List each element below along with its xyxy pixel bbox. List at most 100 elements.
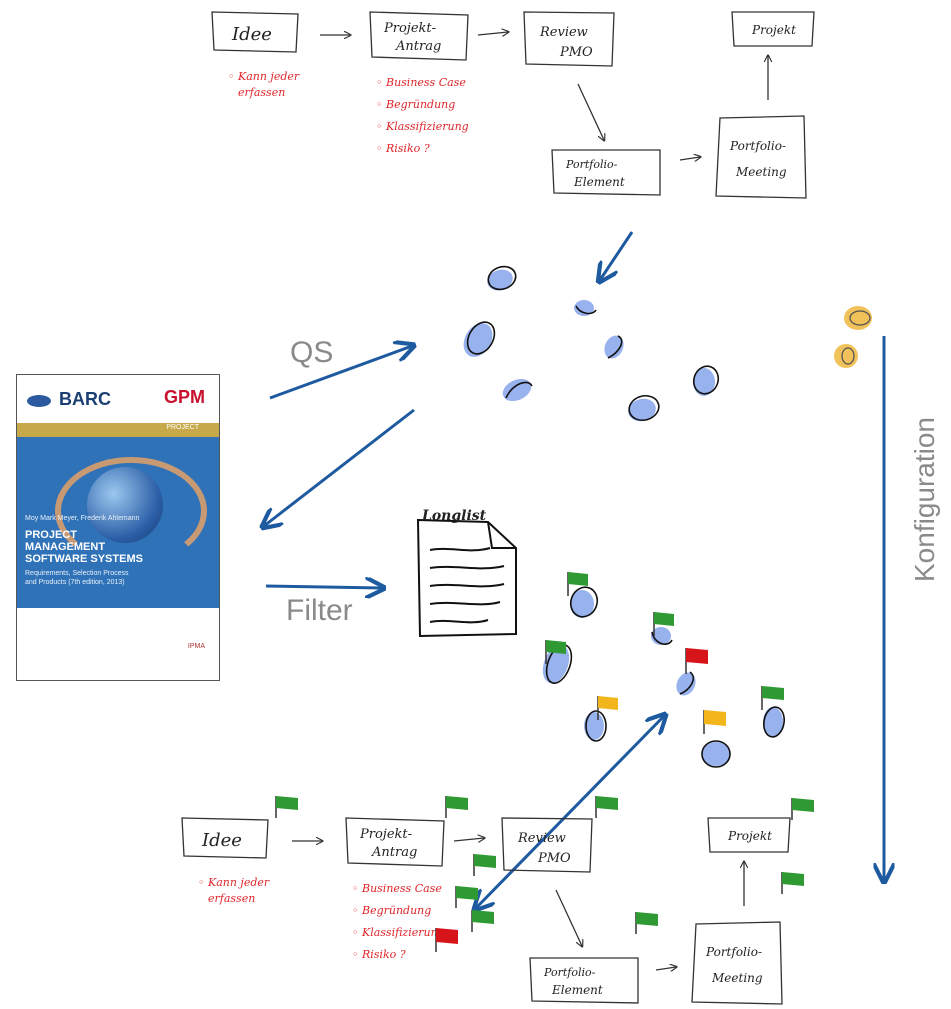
flag-green-icon: [275, 796, 298, 818]
barc-logo: BARC: [59, 389, 111, 409]
idea-blob: [502, 378, 533, 402]
flag-green-icon: [567, 572, 588, 596]
arrow-double: [476, 716, 664, 908]
book-footer: IPMA: [17, 608, 219, 680]
book-header: BARC GPM: [17, 375, 219, 423]
idea-blob: [692, 365, 720, 396]
longlist-label: Longlist: [421, 508, 487, 524]
note-antrag-2d: ◦ Risiko ?: [352, 948, 406, 961]
review-label-2a: Review: [517, 831, 566, 846]
konfiguration-label: Konfiguration: [909, 417, 940, 582]
flag-green-icon: [595, 796, 618, 818]
note-antrag-1: ◦ Business Case: [376, 76, 466, 89]
note-idee-2: erfassen: [238, 86, 285, 99]
idee-label: Idee: [231, 24, 272, 45]
idee-label-2: Idee: [201, 830, 242, 851]
flag-yellow-icon: [597, 696, 618, 720]
note-antrag-2: ◦ Begründung: [376, 98, 455, 111]
portfolio-meeting-label-1: Portfolio-: [729, 139, 786, 153]
review-label-2b: PMO: [537, 851, 571, 866]
ipma-logo: IPMA: [187, 643, 205, 650]
idea-blob: [628, 394, 660, 422]
review-label-1: Review: [539, 25, 588, 40]
flagged-idea: [651, 627, 673, 645]
flagged-idea: [676, 671, 696, 696]
orange-blob: [834, 344, 858, 368]
qs-label: QS: [290, 336, 333, 369]
flagged-idea: [701, 740, 731, 768]
portfolio-meeting-label-2b: Meeting: [711, 971, 763, 985]
portfolio-element-label-1: Portfolio-: [565, 158, 618, 171]
book-band-label: PROJECT: [166, 424, 199, 431]
bottom-process-text: Idee Projekt- Antrag Review PMO Projekt …: [198, 827, 772, 997]
idea-cloud: [463, 265, 720, 422]
flagged-idea: [763, 706, 785, 738]
idea-blob: [463, 321, 496, 357]
hands-icon: [55, 457, 207, 565]
review-label-2: PMO: [559, 45, 593, 60]
flag-red-icon: [685, 648, 708, 674]
flag-green-icon: [781, 872, 804, 894]
longlist-document: [416, 518, 517, 638]
idea-blob: [604, 335, 624, 359]
note-antrag-3: ◦ Klassifizierung: [376, 120, 469, 133]
flag-green-icon: [545, 640, 566, 664]
book-band: PROJECT: [17, 423, 219, 437]
note-idee-2a: ◦ Kann jeder: [198, 876, 270, 889]
portfolio-element-label-2a: Portfolio-: [543, 966, 596, 979]
flag-green-icon: [653, 612, 674, 636]
book-title-line: PROJECT: [25, 529, 77, 541]
gpm-logo: GPM: [163, 387, 205, 407]
antrag-label-2: Antrag: [395, 39, 441, 54]
antrag-label-2a: Projekt-: [359, 827, 412, 842]
projekt-label-2: Projekt: [727, 829, 772, 843]
flag-green-icon: [791, 798, 814, 820]
flag-green-icon: [635, 912, 658, 934]
flow-arrows: [264, 231, 884, 908]
note-antrag-4: ◦ Risiko ?: [376, 142, 430, 155]
book-cover-image: Moy Mark Meyer, Frederik Ahlemann PROJEC…: [17, 437, 219, 609]
antrag-label-1: Projekt-: [383, 21, 436, 36]
book-subtitle-line: and Products (7th edition, 2013): [25, 579, 125, 586]
note-idee-2b: erfassen: [208, 892, 255, 905]
book-title: PROJECT MANAGEMENT SOFTWARE SYSTEMS: [25, 529, 143, 565]
book-subtitle-line: Requirements, Selection Process: [25, 570, 129, 577]
antrag-label-2b: Antrag: [371, 845, 417, 860]
portfolio-meeting-label-2: Meeting: [735, 165, 787, 179]
flag-green-icon: [761, 686, 784, 710]
top-process-text: Idee Projekt- Antrag Review PMO Projekt …: [228, 21, 796, 189]
projekt-label: Projekt: [751, 23, 796, 37]
book-subtitle: Requirements, Selection Process and Prod…: [25, 569, 129, 587]
filter-label: Filter: [286, 594, 353, 627]
flag-red-icon: [435, 928, 458, 952]
flagged-idea: [569, 586, 599, 618]
flag-yellow-icon: [703, 710, 726, 734]
flag-green-icon: [445, 796, 468, 818]
note-idee-1: ◦ Kann jeder: [228, 70, 300, 83]
arrow-qs: [269, 346, 412, 400]
note-antrag-2b: ◦ Begründung: [352, 904, 431, 917]
note-antrag-2a: ◦ Business Case: [352, 882, 442, 895]
idea-blob: [574, 300, 597, 316]
orange-blobs: [834, 306, 872, 368]
book-authors: Moy Mark Meyer, Frederik Ahlemann: [25, 515, 140, 522]
portfolio-element-label-2b: Element: [551, 983, 603, 997]
middle-flags: [545, 572, 784, 734]
arrow-down-to-cloud: [600, 231, 634, 280]
bottom-process: [181, 817, 791, 1005]
flag-green-icon: [471, 910, 494, 932]
globe-icon: [87, 467, 163, 543]
flagged-idea: [584, 710, 607, 742]
arrow-filter: [265, 586, 382, 588]
book-cover: BARC GPM PROJECT Moy Mark Meyer, Frederi…: [16, 374, 220, 681]
portfolio-meeting-label-2a: Portfolio-: [705, 945, 762, 959]
flagged-ideas: [542, 586, 785, 768]
book-title-line: SOFTWARE SYSTEMS: [25, 553, 143, 565]
bottom-flags: [275, 796, 814, 952]
barc-eye-icon: [27, 395, 51, 407]
portfolio-element-label-2: Element: [573, 175, 625, 189]
arrow-to-book: [264, 408, 415, 526]
orange-blob: [844, 306, 872, 330]
top-process: [211, 11, 815, 199]
